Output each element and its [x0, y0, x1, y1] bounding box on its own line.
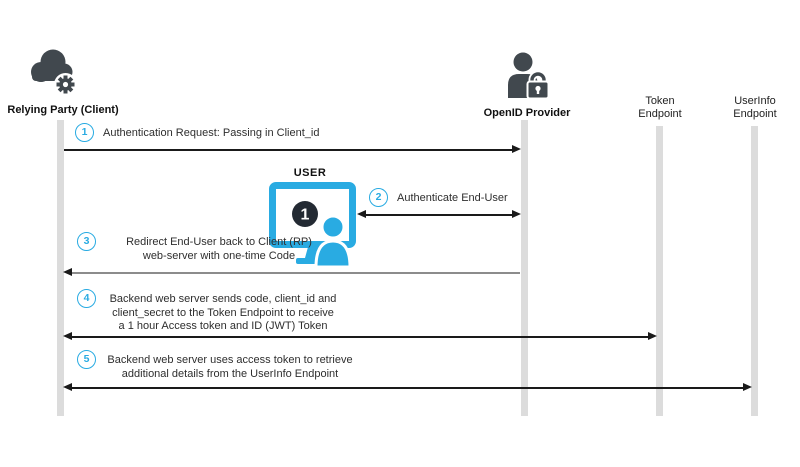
step-2-text: Authenticate End-User — [397, 192, 508, 204]
lifeline-relying-party — [57, 120, 64, 416]
actor-label-openid-provider: OpenID Provider — [483, 107, 571, 119]
step-4-text: Backend web server sends code, client_id… — [109, 293, 337, 332]
userinfo-endpoint-line2: Endpoint — [733, 108, 777, 120]
actor-label-relying-party: Relying Party (Client) — [7, 104, 119, 116]
monitor-person-icon: 1 — [268, 181, 360, 269]
monitor-screen-badge: 1 — [301, 207, 310, 224]
user-label: USER — [293, 167, 327, 179]
arrow-step-4 — [63, 332, 657, 341]
step-1-number: 1 — [75, 123, 94, 142]
step-3-number: 3 — [77, 232, 96, 251]
lifeline-openid-provider — [521, 120, 528, 416]
lifeline-token-endpoint — [656, 126, 663, 416]
step-1-text: Authentication Request: Passing in Clien… — [103, 127, 320, 139]
step-3-text: Redirect End-User back to Client (RP) we… — [126, 236, 312, 262]
lifeline-userinfo-endpoint — [751, 126, 758, 416]
token-endpoint-line2: Endpoint — [638, 108, 682, 120]
token-endpoint-line1: Token — [645, 95, 675, 107]
person-lock-icon — [503, 52, 551, 100]
actor-label-userinfo-endpoint: UserInfo Endpoint — [705, 95, 800, 121]
userinfo-endpoint-line1: UserInfo — [734, 95, 776, 107]
arrow-step-3 — [63, 268, 520, 277]
step-5-text: Backend web server uses access token to … — [107, 354, 353, 380]
arrow-step-1 — [64, 145, 521, 154]
step-2-number: 2 — [369, 188, 388, 207]
step-4-number: 4 — [77, 289, 96, 308]
actor-label-token-endpoint: Token Endpoint — [610, 95, 710, 121]
cloud-gear-icon — [26, 45, 80, 97]
arrow-step-5 — [63, 383, 752, 392]
step-5-number: 5 — [77, 350, 96, 369]
arrow-step-2 — [357, 210, 521, 219]
